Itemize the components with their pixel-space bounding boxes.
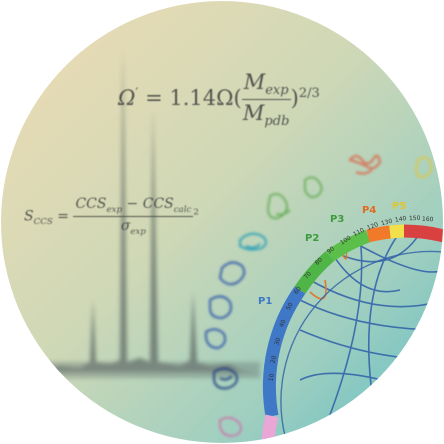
protein-structure-red (348, 154, 382, 175)
eq-top-coeff: = 1.14Ω( (145, 86, 242, 111)
tick-label: 30 (273, 336, 283, 347)
eq-left-eq: = (57, 208, 69, 225)
protein-structures (204, 154, 433, 438)
eq-top-den-sub: pdb (264, 114, 290, 130)
tick-label: 100 (339, 234, 353, 247)
eq-left-den: σ (120, 217, 131, 234)
protein-structure-blue (204, 261, 246, 350)
eq-top-den: M (242, 101, 265, 126)
tick-label: 50 (284, 301, 295, 312)
eq-top-num-sub: exp (265, 83, 289, 99)
eq-left-num-a-sub: exp (106, 204, 123, 215)
segment-label-p1: P1 (258, 296, 273, 307)
protein-structure-pink (219, 416, 242, 438)
tick-label: 120 (366, 221, 380, 232)
protein-structure-cyan (238, 232, 268, 251)
tick-label: 70 (302, 270, 313, 281)
eq-left-lhs-sub: CCS (33, 217, 53, 228)
tick-label: 10 (267, 373, 276, 382)
eq-left-minus: − (126, 196, 139, 212)
tick-label: 60 (292, 285, 303, 296)
tick-label: 80 (313, 256, 324, 267)
segment-label-p4: P4 (362, 205, 377, 216)
tick-label: 140 (394, 215, 407, 224)
tick-label: 130 (380, 217, 394, 228)
eq-top-close: ) (290, 86, 299, 111)
protein-structure-green (266, 176, 323, 220)
segment-label-p3: P3 (330, 214, 345, 225)
mass-spectrum (40, 50, 260, 378)
tick-label: 40 (278, 318, 288, 329)
tick-label: 110 (352, 226, 366, 239)
eq-left-num-b: CCS (142, 196, 174, 212)
tick-label: 160 (421, 215, 434, 224)
eq-left-lhs: S (24, 208, 34, 225)
segment-label-p2: P2 (305, 233, 320, 244)
eq-top-num: M (243, 70, 266, 94)
protein-structure-yellow (414, 156, 433, 179)
tick-label: 90 (325, 245, 336, 256)
tick-label: 20 (269, 354, 279, 365)
segment-label-p5: P5 (392, 201, 407, 212)
eq-left-num-b-sub: calc (173, 204, 192, 215)
eq-top-prime: ′ (135, 86, 139, 102)
eq-left-num-a: CCS (75, 196, 107, 212)
eq-left-den-sub: exp (130, 226, 146, 237)
eq-left-sup: 2 (193, 207, 199, 218)
protein-structure-navy (212, 367, 239, 390)
inner-ring (280, 250, 443, 441)
eq-top-lhs: Ω (118, 86, 136, 111)
chord-orange (309, 279, 327, 300)
tick-label: 150 (408, 214, 421, 223)
eq-top-exponent: 2/3 (298, 86, 320, 102)
